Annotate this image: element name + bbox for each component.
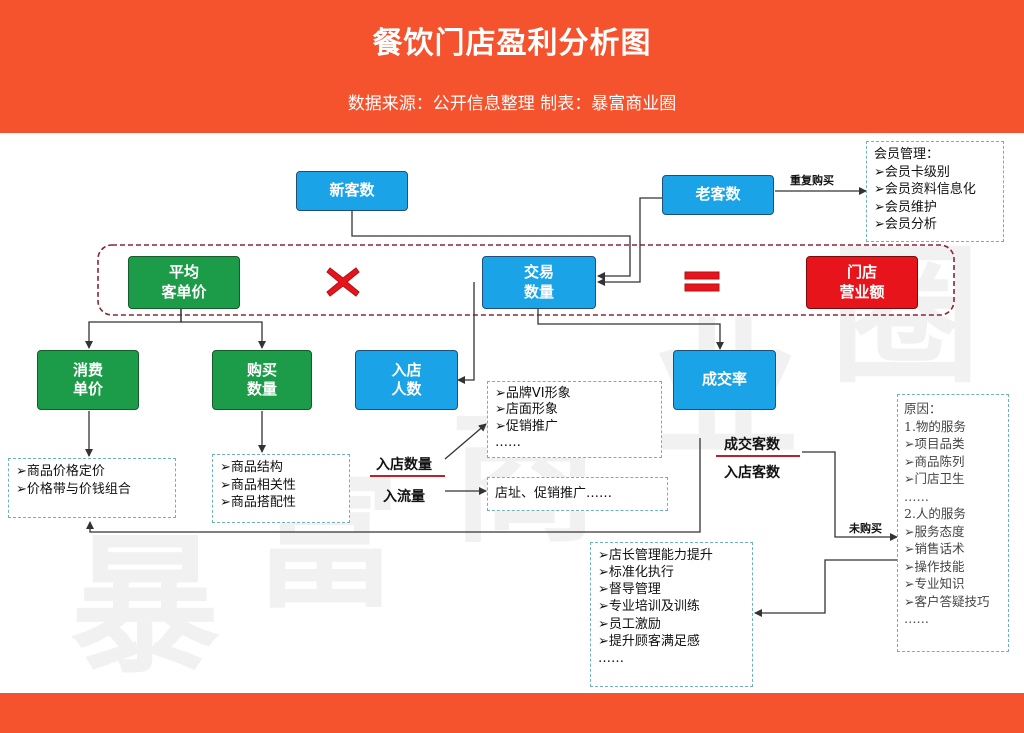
note-line: ➢员工激励 [598,616,661,632]
line-entry-to-brand [444,423,487,460]
note-line: ➢会员资料信息化 [874,182,976,198]
node-visitors: 入店 人数 [355,350,458,410]
note-line: ➢销售话术 [904,541,965,556]
note-line: 会员管理： [874,147,940,162]
note-line: ➢门店卫生 [904,471,965,486]
line-new-to-transactions [351,211,631,280]
note-line: 店址、促销推广…… [495,486,613,502]
note-line: ➢会员维护 [874,199,937,215]
line-price-to-unit [85,309,182,349]
note-management: ➢店长管理能力提升 ➢标准化执行 ➢督导管理 ➢专业培训及训练 ➢员工激励 ➢提… [590,542,753,687]
note-line: ➢商品相关性 [220,477,296,493]
note-line: …… [598,650,624,666]
line-nopurchase-to-reasons [802,451,898,541]
note-line: ➢提升顾客满足感 [598,633,700,649]
note-product: ➢商品结构 ➢商品相关性 ➢商品搭配性 [212,454,350,523]
page-title: 餐饮门店盈利分析图 [372,26,652,61]
note-line: ➢促销推广 [495,418,558,434]
note-line: …… [495,434,521,450]
multiply-icon [326,267,360,297]
node-store-revenue: 门店 营业额 [806,256,918,309]
label-no-purchase: 未购买 [849,522,882,535]
label-conv-denominator: 入店客数 [724,465,780,481]
node-unit-price: 消费 单价 [37,350,139,410]
line-price-to-qty [180,309,266,349]
label-foot-traffic: 入流量 [383,489,425,505]
note-line: …… [904,488,929,504]
note-line: ➢项目品类 [904,436,965,451]
note-line: ➢专业培训及训练 [598,599,700,615]
note-reasons: 原因： 1.物的服务 ➢项目品类 ➢商品陈列 ➢门店卫生 …… 2.人的服务 ➢… [897,394,1009,652]
note-line: 2.人的服务 [904,506,966,521]
node-avg-price: 平均 客单价 [128,256,240,309]
note-line: ➢督导管理 [598,582,661,598]
note-line: ➢客户答疑技巧 [904,593,990,609]
note-pricing: ➢商品价格定价 ➢价格带与价钱组合 [8,458,176,518]
page-subtitle: 数据来源：公开信息整理 制表：暴富商业圈 [347,94,677,114]
note-line: ➢会员卡级别 [874,164,950,180]
note-line: ➢店长管理能力提升 [598,548,713,563]
note-line: ➢价格带与价钱组合 [16,481,131,497]
label-entry-count: 入店数量 [376,457,432,473]
note-membership: 会员管理： ➢会员卡级别 ➢会员资料信息化 ➢会员维护 ➢会员分析 [866,141,1004,242]
note-line: 1.物的服务 [904,418,966,434]
equals-icon [684,271,720,292]
note-line: ➢品牌VI形象 [495,386,571,401]
header-banner: 餐饮门店盈利分析图 数据来源：公开信息整理 制表：暴富商业圈 [0,0,1024,133]
note-line: ➢专业知识 [904,576,965,591]
line-conv-to-pricing [86,438,701,533]
equation-group-border [97,244,955,316]
note-line: ➢操作技能 [904,558,965,574]
note-line: ➢服务态度 [904,523,965,539]
note-line: …… [904,611,929,626]
note-brand: ➢品牌VI形象 ➢店面形象 ➢促销推广 …… [487,381,662,458]
note-line: ➢商品价格定价 [16,464,105,479]
node-new-customers: 新客数 [296,171,408,211]
label-repeat-purchase: 重复购买 [790,174,834,187]
note-line: 原因： [904,401,942,416]
node-purchase-qty: 购买 数量 [212,350,312,410]
line-old-to-transactions [597,197,662,286]
note-line: ➢会员分析 [874,217,937,233]
node-transactions: 交易 数量 [482,256,596,309]
note-line: ➢商品陈列 [904,453,965,469]
line-trans-to-conv [537,309,724,350]
line-trans-to-visitors [457,282,475,384]
note-line: ➢标准化执行 [598,565,674,581]
watermark-char: 暴 [70,520,221,694]
note-line: ➢商品结构 [220,460,283,475]
footer-banner [0,693,1024,733]
node-old-customers: 老客数 [662,175,774,215]
line-reasons-to-management [754,556,904,617]
note-location: 店址、促销推广…… [487,477,668,511]
note-line: ➢店面形象 [495,402,558,418]
node-conversion-rate: 成交率 [673,350,776,410]
label-conv-numerator: 成交客数 [724,437,780,453]
note-line: ➢商品搭配性 [220,495,296,511]
